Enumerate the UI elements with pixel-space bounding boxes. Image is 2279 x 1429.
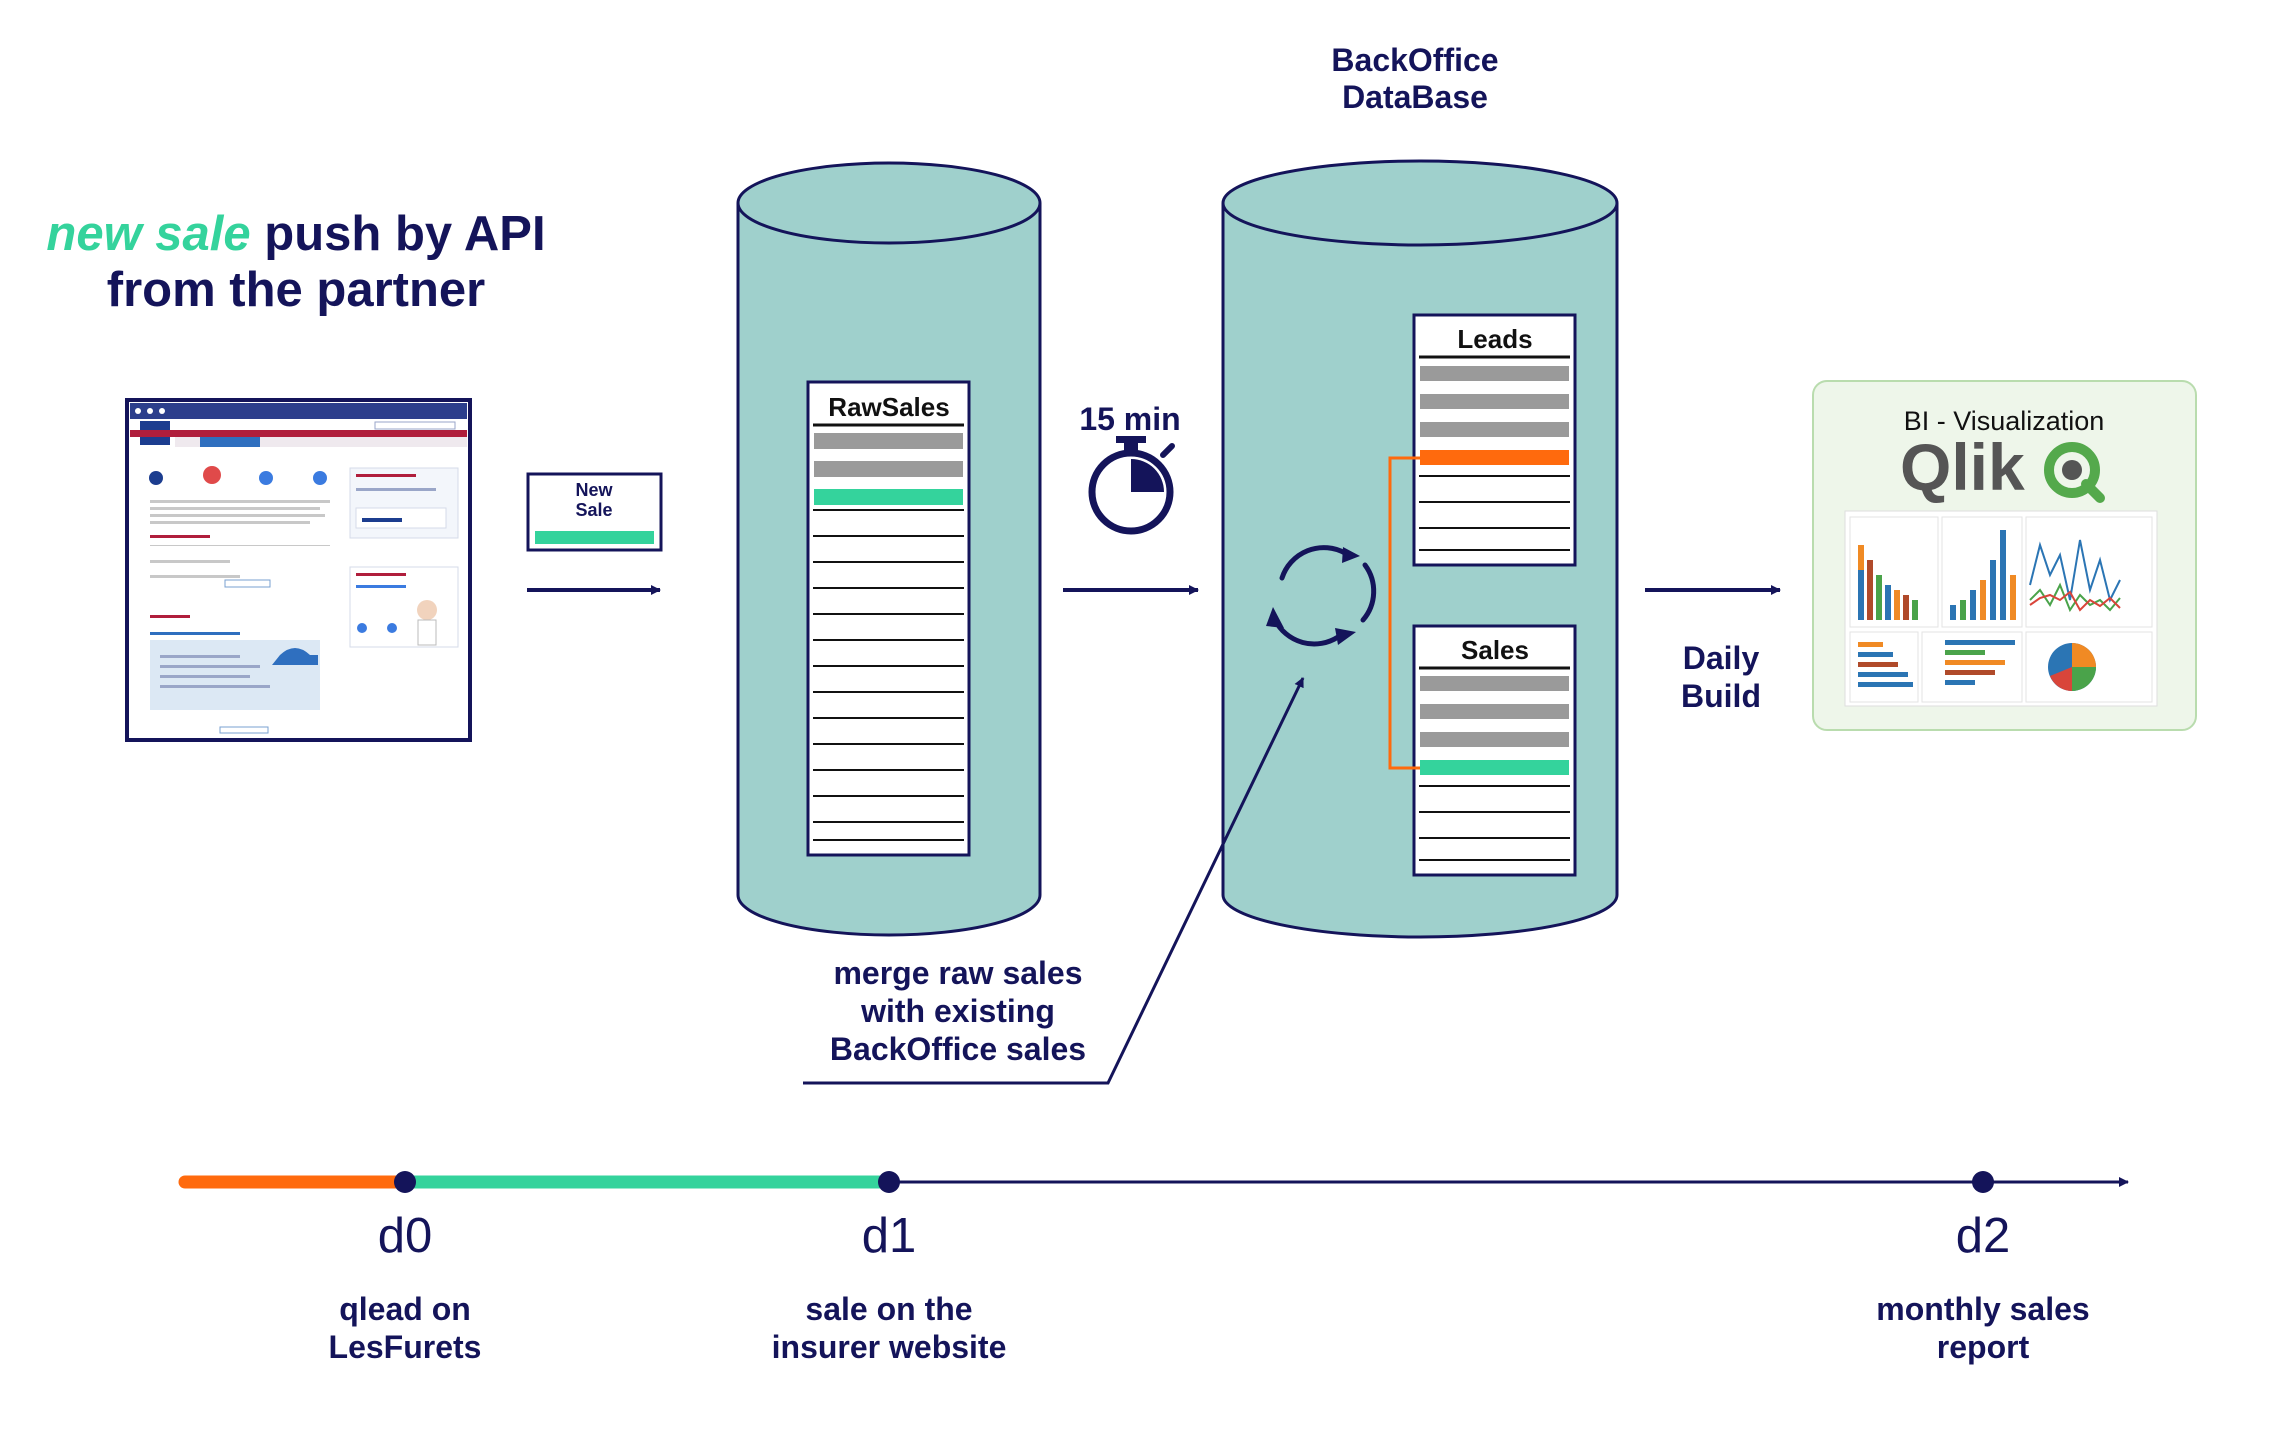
rawsales-title: RawSales [828,392,949,422]
new-sale-card: New Sale [526,472,663,552]
headline-line1: new sale push by API [46,207,545,261]
sales-table: Sales [1412,624,1577,877]
milestone-desc-d1-line2: insurer website [772,1329,1007,1365]
backoffice-label-line1: BackOffice [1331,42,1498,78]
bi-visualization-panel: BI - Visualization Qlik [1812,380,2197,731]
rawsales-table: RawSales [806,380,971,857]
milestone-name-d1: d1 [862,1209,917,1263]
qlik-logo-text: Qlik [1900,430,2025,504]
qlik-logo-icon [2044,442,2105,503]
sales-title: Sales [1461,635,1529,665]
milestone-desc-d0-line2: LesFurets [329,1329,482,1365]
milestone-dot-d0 [394,1171,416,1193]
daily-build-line1: Daily [1683,640,1760,676]
merge-note-pointer [803,677,1305,1085]
backoffice-label-line2: DataBase [1342,79,1488,115]
milestone-name-d0: d0 [378,1209,433,1263]
new-sale-line2: Sale [575,500,612,520]
milestone-dot-d2 [1972,1171,1994,1193]
milestone-desc-d2-line2: report [1937,1329,2030,1365]
merge-note-line2: with existing [860,993,1055,1029]
timer-label: 15 min [1079,401,1180,437]
milestone-dot-d1 [878,1171,900,1193]
merge-note-line3: BackOffice sales [830,1031,1086,1067]
leads-table: Leads [1412,313,1577,567]
milestone-name-d2: d2 [1956,1209,2011,1263]
dashboard-thumbnail [1844,510,2158,707]
partner-website-screenshot [125,398,472,742]
lead-sale-link [1388,456,1420,770]
milestone-desc-d1-line1: sale on the [805,1291,972,1327]
bi-title: BI - Visualization [1904,406,2105,436]
headline-rest: push by API [251,207,546,261]
new-sale-line1: New [575,480,613,500]
merge-note-line1: merge raw sales [833,955,1082,991]
headline-line2: from the partner [107,263,485,317]
sync-icon [1266,545,1377,647]
timeline: d0 qlead on LesFurets d1 sale on the ins… [178,1171,2129,1365]
stopwatch-icon [1088,436,1175,535]
milestone-desc-d0-line1: qlead on [339,1291,471,1327]
daily-build-line2: Build [1681,678,1761,714]
headline-accent: new sale [46,207,250,261]
milestone-desc-d2-line1: monthly sales [1876,1291,2089,1327]
leads-title: Leads [1457,324,1532,354]
